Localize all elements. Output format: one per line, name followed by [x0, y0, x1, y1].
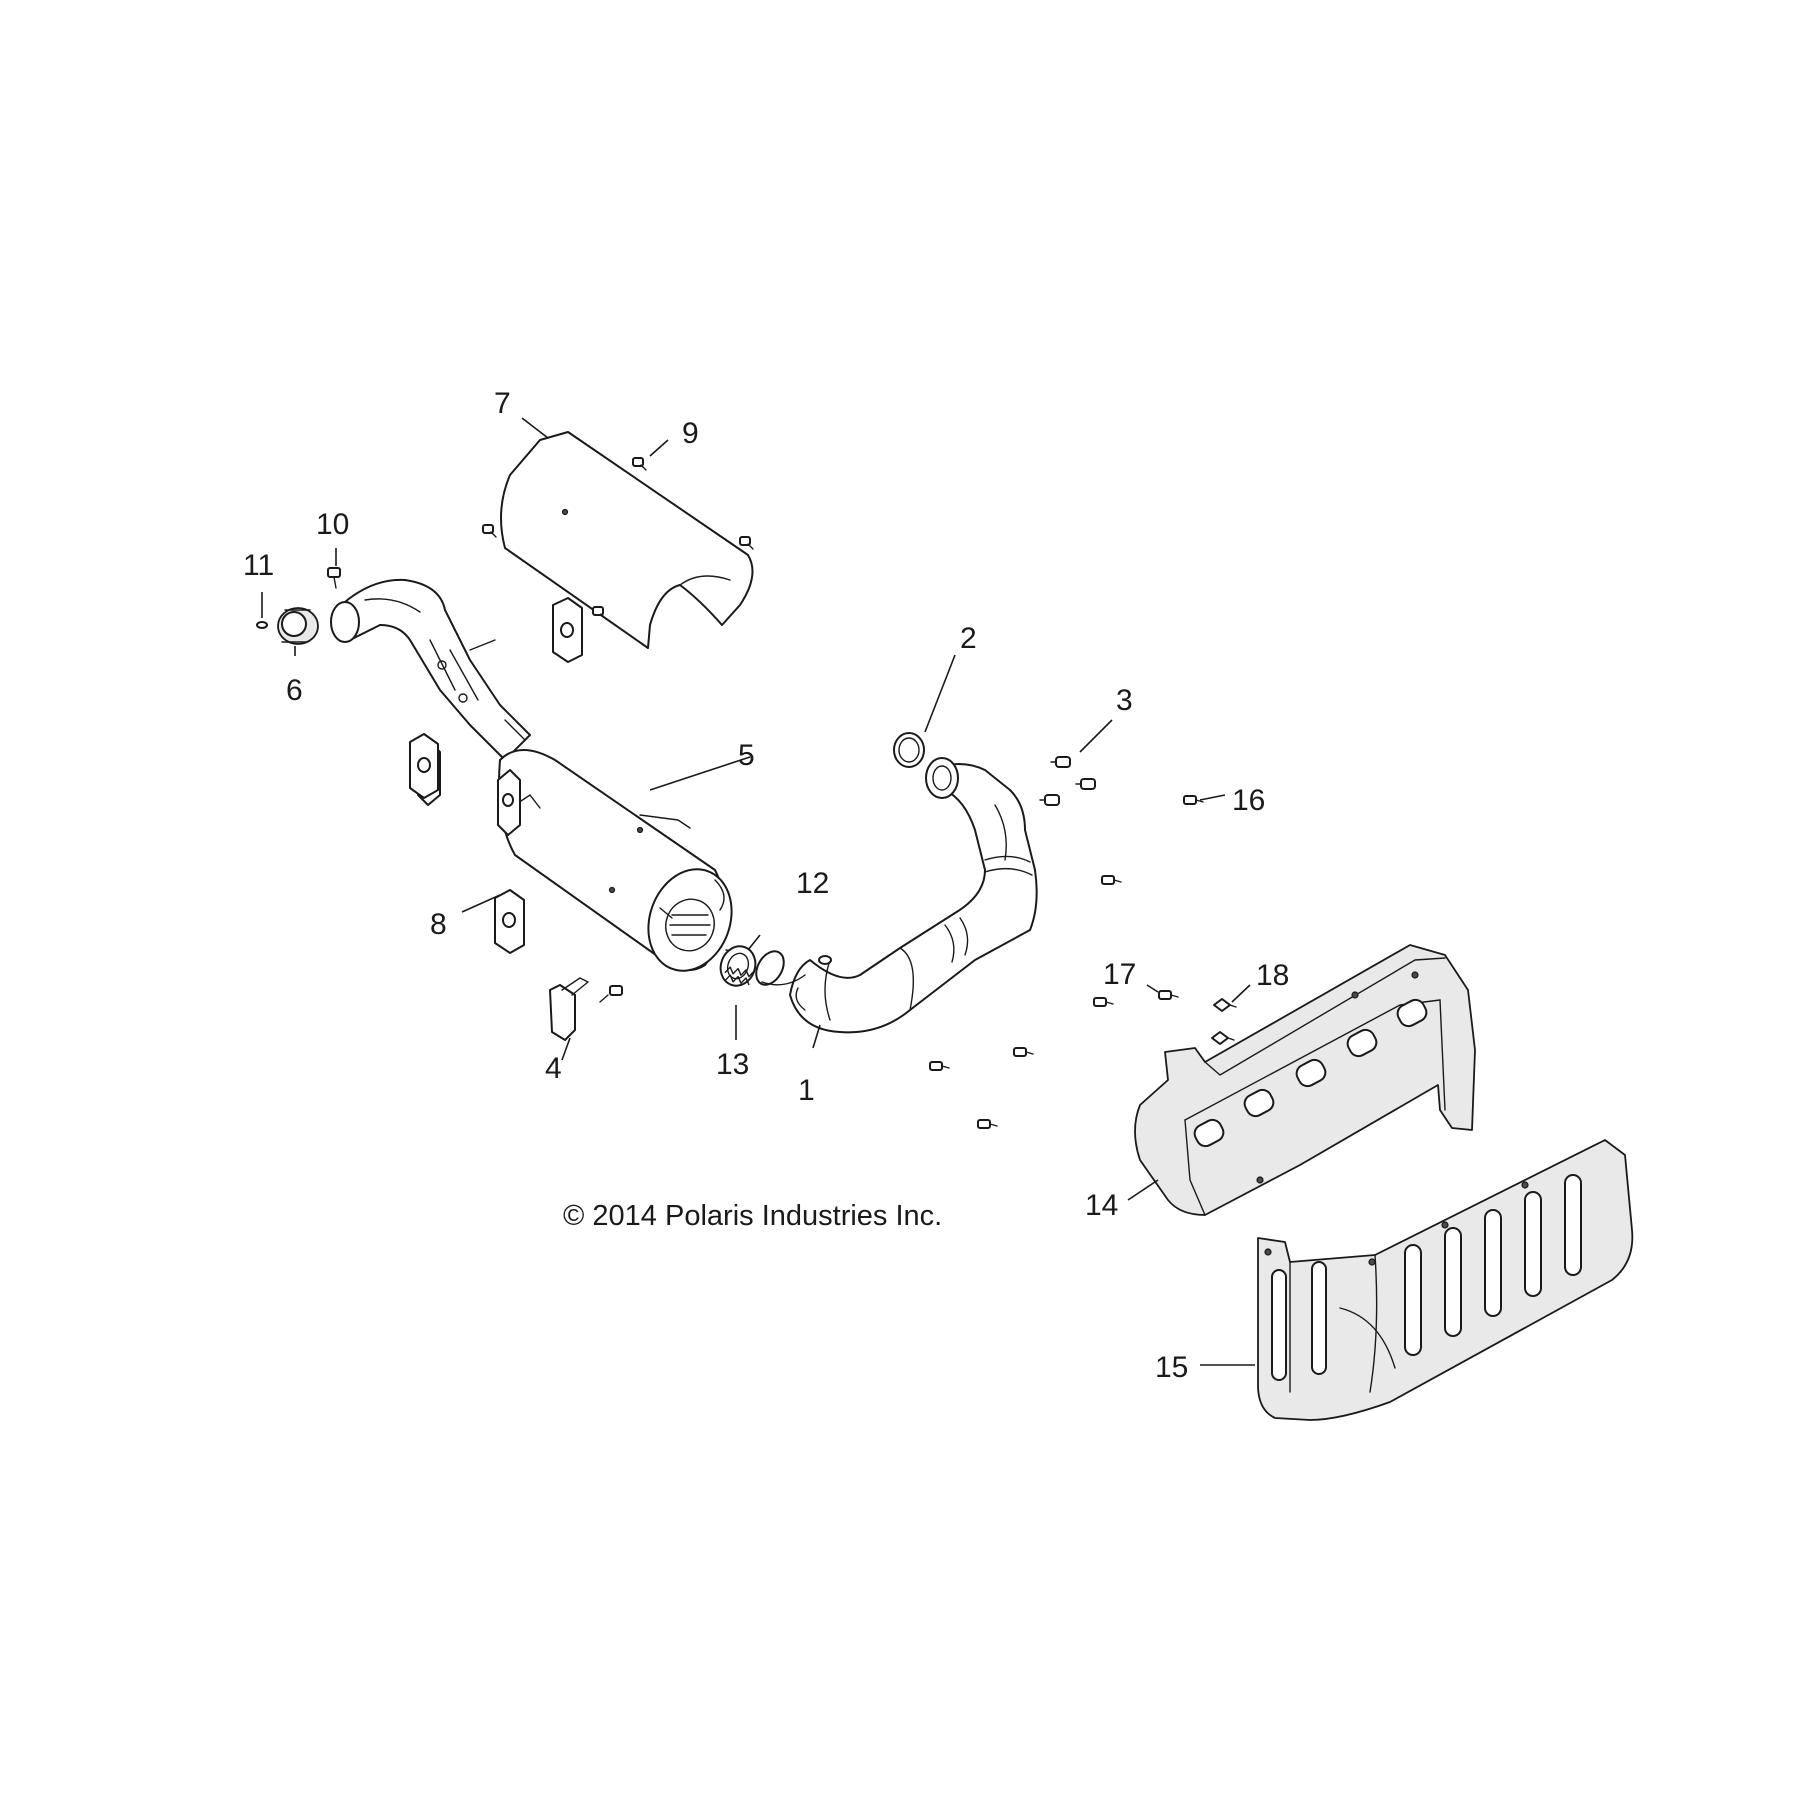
isolator-upper[interactable] — [552, 597, 583, 663]
callout-18: 18 — [1256, 959, 1289, 992]
lower-shield-slots — [1271, 1174, 1582, 1381]
part-7-heat-shield[interactable] — [500, 431, 754, 649]
part-4-bracket[interactable] — [549, 977, 623, 1041]
part-1-head-pipe[interactable] — [751, 757, 1038, 1034]
part-2-gasket[interactable] — [893, 732, 925, 768]
isolator-lower[interactable] — [494, 889, 525, 954]
callout-14: 14 — [1085, 1189, 1118, 1222]
callout-1: 1 — [798, 1074, 815, 1107]
callout-12: 12 — [796, 867, 829, 900]
part-15-heat-shield[interactable] — [1257, 1139, 1634, 1421]
outlet-pipe — [330, 578, 531, 776]
callout-3: 3 — [1116, 684, 1133, 717]
callout-7: 7 — [494, 387, 511, 420]
part-9-screws[interactable] — [482, 457, 754, 620]
heat-shield-slots — [1193, 998, 1428, 1148]
part-17-fasteners[interactable] — [929, 990, 1179, 1129]
callout-11: 11 — [243, 549, 274, 582]
part-5-muffler[interactable] — [498, 749, 745, 983]
part-16-fasteners[interactable] — [1101, 795, 1204, 885]
part-3-bolts[interactable] — [1039, 756, 1096, 806]
callout-labels: 7 9 10 11 6 5 8 4 12 13 1 2 3 16 17 18 1… — [243, 387, 1289, 1384]
callout-9: 9 — [682, 417, 699, 450]
callout-5: 5 — [738, 739, 755, 772]
part-6-clamp[interactable] — [277, 607, 319, 645]
copyright-notice: © 2014 Polaris Industries Inc. — [563, 1200, 942, 1232]
callout-2: 2 — [960, 622, 977, 655]
part-13-spring[interactable] — [724, 966, 755, 986]
callout-13: 13 — [716, 1048, 749, 1081]
callout-8: 8 — [430, 908, 447, 941]
leader-lines — [261, 417, 1255, 1366]
part-18-fasteners[interactable] — [1211, 998, 1237, 1045]
part-11-pin[interactable] — [256, 621, 268, 629]
callout-16: 16 — [1232, 784, 1265, 817]
callout-6: 6 — [286, 674, 303, 707]
callout-10: 10 — [316, 508, 349, 541]
isolator-middle[interactable] — [409, 733, 439, 799]
part-10-bolt[interactable] — [327, 567, 341, 589]
part-14-heat-shield[interactable] — [1134, 944, 1476, 1216]
callout-17: 17 — [1103, 958, 1136, 991]
part-12-gasket[interactable] — [715, 941, 761, 990]
callout-15: 15 — [1155, 1351, 1188, 1384]
callout-4: 4 — [545, 1052, 562, 1085]
